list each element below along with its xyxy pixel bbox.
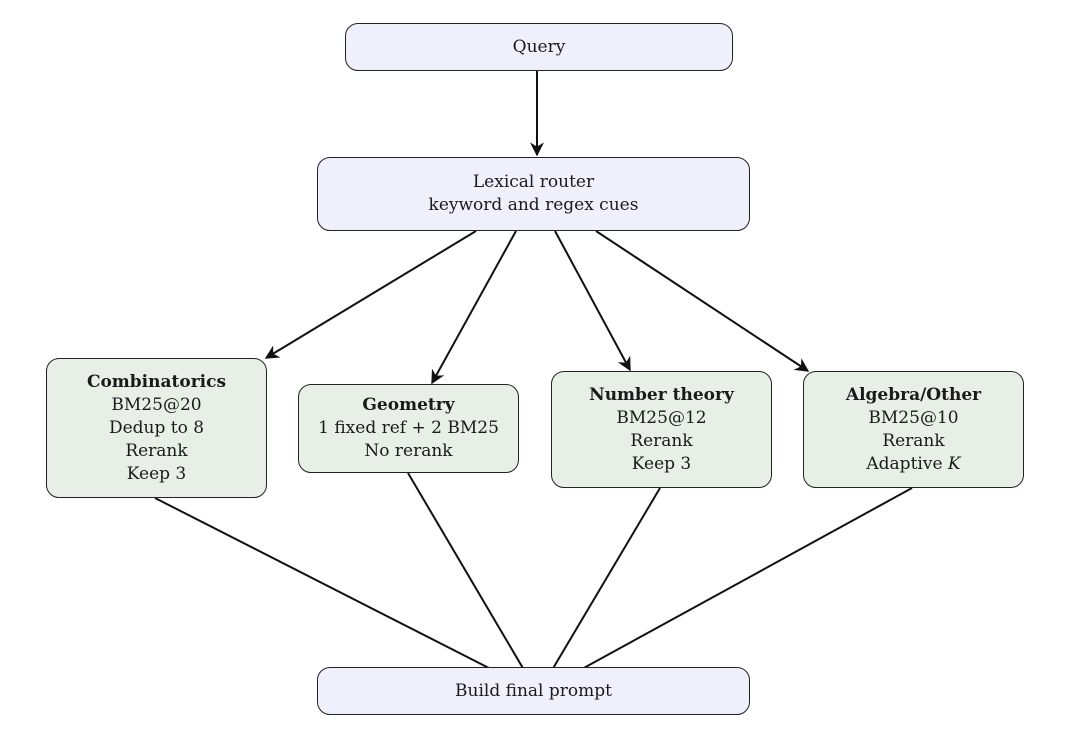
lexical-router-node: Lexical router keyword and regex cues: [317, 157, 750, 231]
arrow-combinatorics-to-build: [154, 497, 538, 693]
arrow-number-theory-to-build: [538, 487, 661, 694]
router-subtitle: keyword and regex cues: [428, 195, 639, 215]
arrow-router-to-combinatorics: [264, 230, 477, 359]
combinatorics-line-4: Keep 3: [126, 463, 187, 484]
geometry-node: Geometry 1 fixed ref + 2 BM25 No rerank: [298, 384, 519, 473]
build-label: Build final prompt: [455, 680, 612, 701]
number-theory-line-2: Rerank: [630, 430, 693, 451]
number-theory-node: Number theory BM25@12 Rerank Keep 3: [551, 371, 772, 488]
number-theory-title: Number theory: [589, 384, 734, 405]
algebra-other-title: Algebra/Other: [845, 384, 982, 405]
arrow-geometry-to-build: [407, 472, 538, 694]
geometry-line-1: 1 fixed ref + 2 BM25: [318, 418, 499, 438]
number-theory-line-3: Keep 3: [631, 453, 692, 474]
geometry-line-2: No rerank: [364, 441, 453, 461]
combinatorics-line-3: Rerank: [125, 440, 188, 461]
query-label: Query: [512, 36, 566, 57]
combinatorics-node: Combinatorics BM25@20 Dedup to 8 Rerank …: [46, 358, 267, 498]
algebra-other-line-3: Adaptive K: [866, 453, 960, 476]
arrow-router-to-algebra: [595, 230, 810, 372]
arrow-router-to-number-theory: [554, 230, 631, 372]
geometry-title: Geometry: [362, 395, 455, 415]
arrow-algebra-to-build: [538, 487, 913, 693]
combinatorics-line-2: Dedup to 8: [108, 417, 205, 438]
arrow-router-to-geometry: [431, 230, 517, 385]
query-node: Query: [345, 23, 733, 71]
adaptive-label: Adaptive: [866, 453, 948, 474]
algebra-other-node: Algebra/Other BM25@10 Rerank Adaptive K: [803, 371, 1024, 488]
number-theory-line-1: BM25@12: [616, 407, 707, 428]
algebra-other-line-1: BM25@10: [868, 407, 959, 428]
combinatorics-line-1: BM25@20: [111, 394, 202, 415]
router-title: Lexical router: [472, 172, 595, 192]
k-symbol: K: [947, 453, 961, 474]
combinatorics-title: Combinatorics: [86, 371, 227, 392]
build-final-prompt-node: Build final prompt: [317, 667, 750, 715]
algebra-other-line-2: Rerank: [882, 430, 945, 451]
